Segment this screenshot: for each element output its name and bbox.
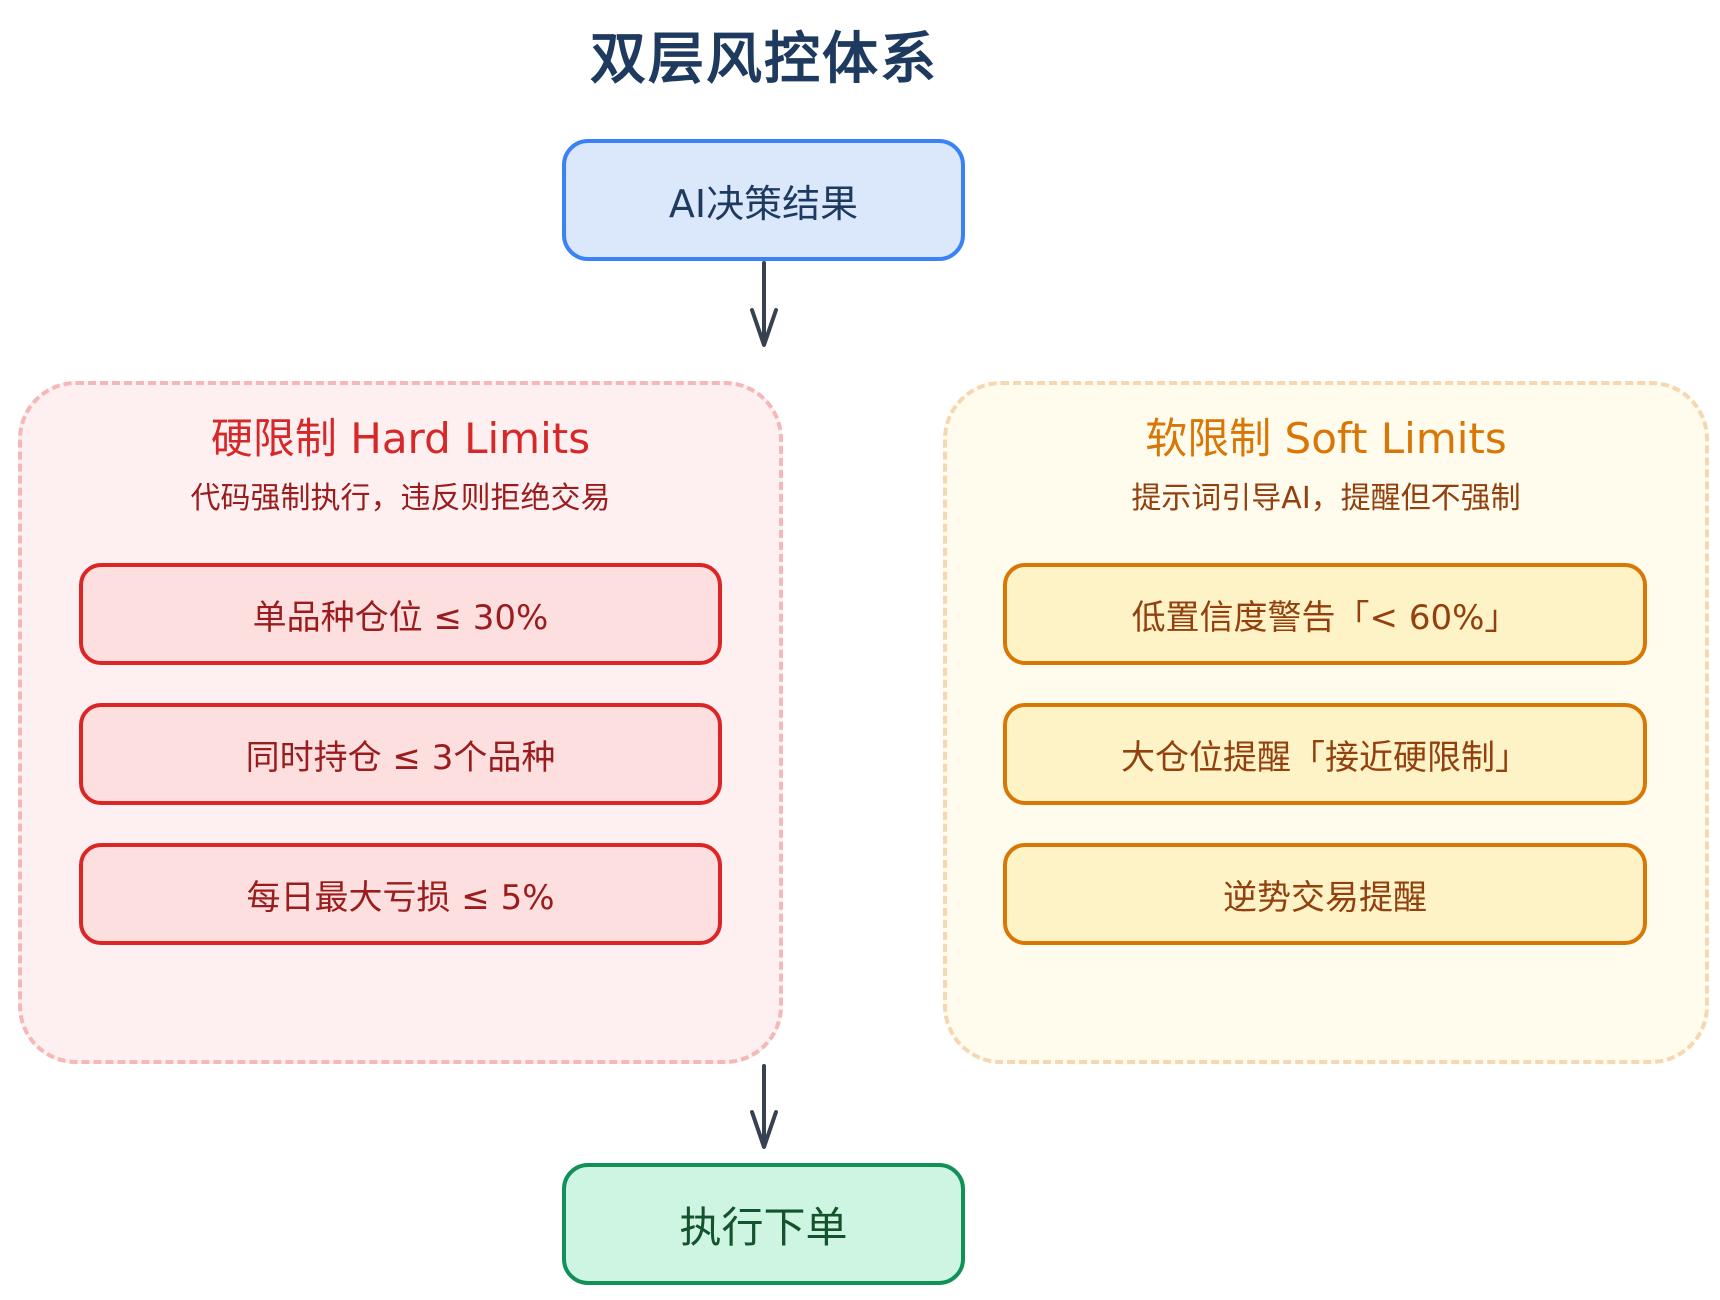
hard-limits-subtitle: 代码强制执行，违反则拒绝交易: [190, 481, 611, 516]
soft-limits-subtitle: 提示词引导AI，提醒但不强制: [1131, 481, 1521, 516]
hard-limit-item: 单品种仓位 ≤ 30%: [79, 563, 722, 665]
hard-limits-title: 硬限制 Hard Limits: [210, 414, 591, 463]
arrow-limits-to-execute: [750, 1064, 778, 1149]
hard-limit-item: 同时持仓 ≤ 3个品种: [79, 703, 722, 805]
arrow-ai-to-limits: [750, 261, 778, 347]
soft-limit-item: 逆势交易提醒: [1003, 843, 1647, 945]
soft-limits-title: 软限制 Soft Limits: [1145, 414, 1507, 463]
ai-decision-node: AI决策结果: [562, 139, 965, 261]
execute-order-node: 执行下单: [562, 1163, 965, 1285]
hard-limit-item: 每日最大亏损 ≤ 5%: [79, 843, 722, 945]
soft-limit-item: 大仓位提醒「接近硬限制」: [1003, 703, 1647, 805]
diagram-title: 双层风控体系: [590, 27, 938, 92]
soft-limit-item: 低置信度警告「< 60%」: [1003, 563, 1647, 665]
